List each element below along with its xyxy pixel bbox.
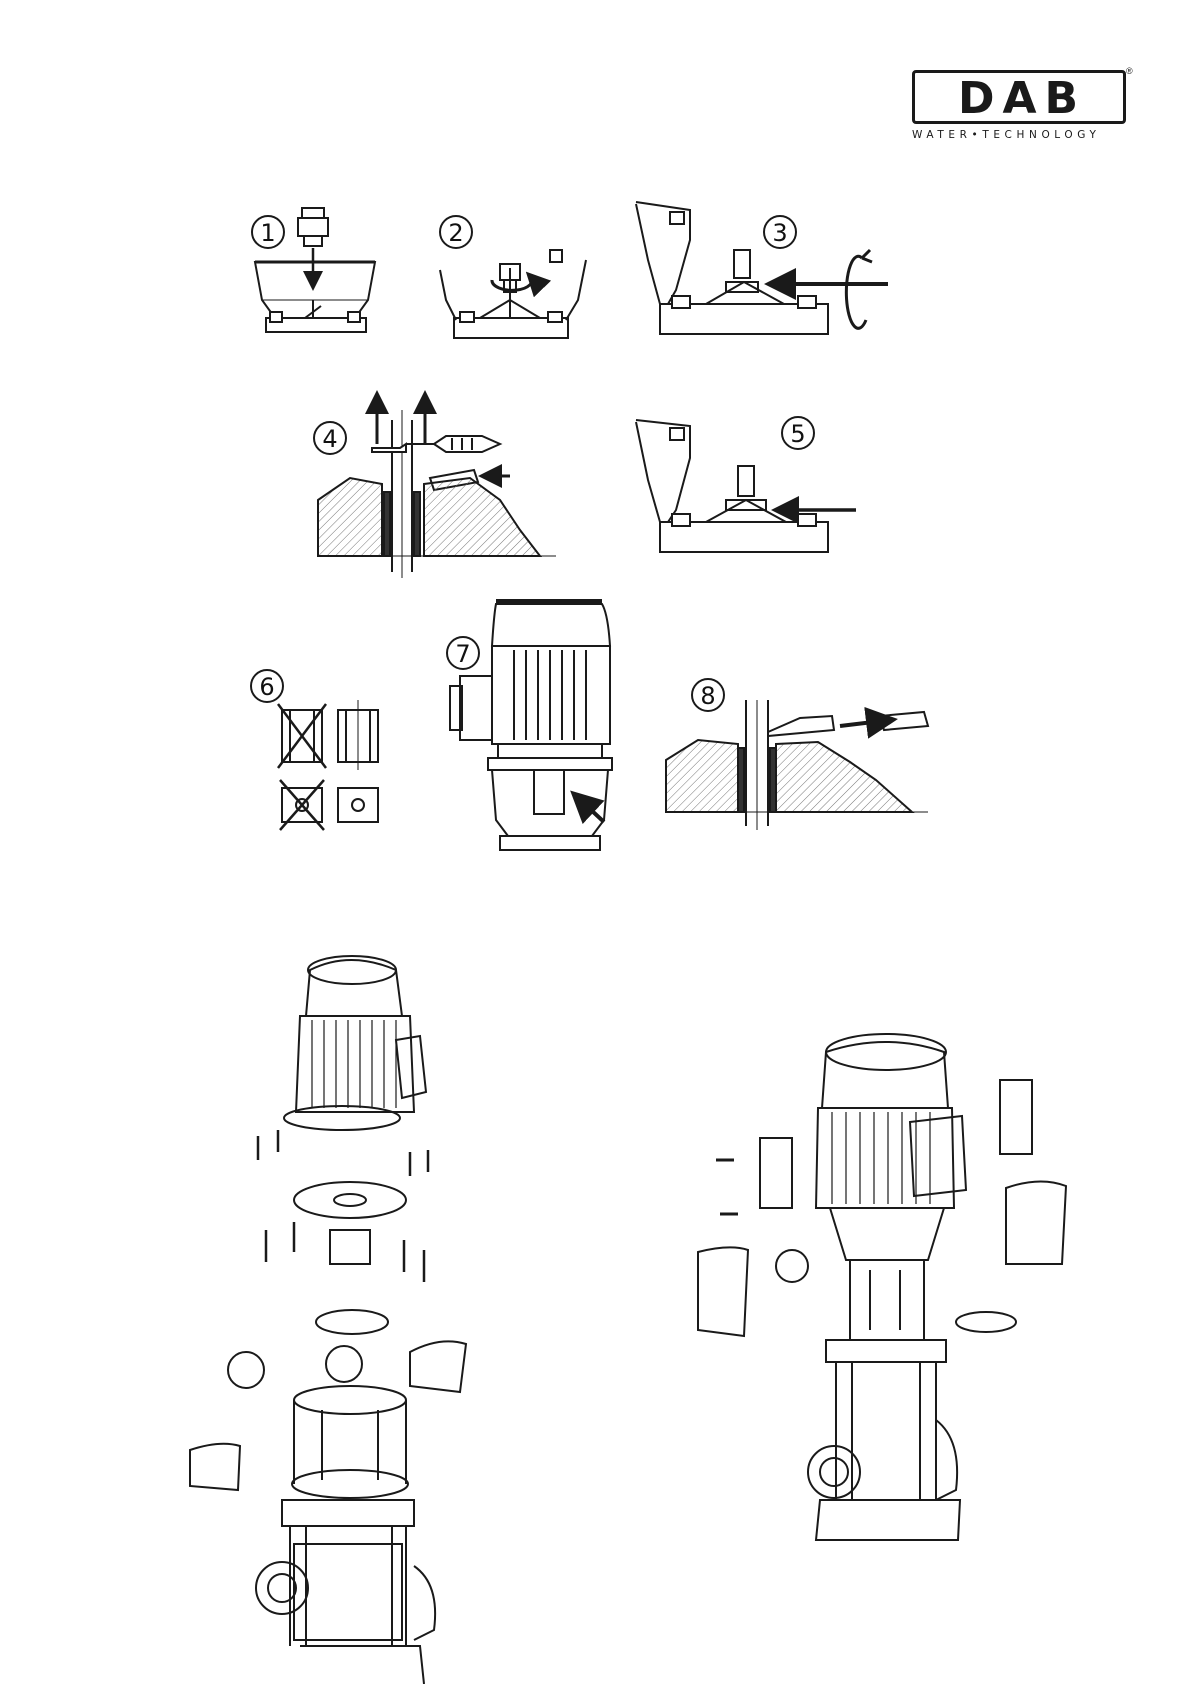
step-2-figure: 2	[440, 216, 586, 338]
step-8-number: 8	[700, 682, 715, 710]
exploded-view-pump-left	[190, 956, 466, 1684]
step-3-figure: 3	[636, 202, 888, 334]
step-1-figure: 1	[252, 208, 375, 332]
step-1-number: 1	[260, 219, 275, 247]
step-5-number: 5	[790, 420, 805, 448]
step-6-figure: 6	[251, 670, 378, 830]
step-4-figure: 4	[314, 396, 556, 578]
assembled-view-pump-right	[698, 1034, 1066, 1540]
step-4-number: 4	[322, 425, 337, 453]
step-3-number: 3	[772, 219, 787, 247]
step-6-number: 6	[259, 673, 274, 701]
step-5-figure: 5	[636, 417, 856, 552]
step-2-number: 2	[448, 219, 463, 247]
step-7-number: 7	[455, 640, 470, 668]
step-8-figure: 8	[666, 679, 928, 830]
step-7-figure: 7	[447, 601, 612, 850]
